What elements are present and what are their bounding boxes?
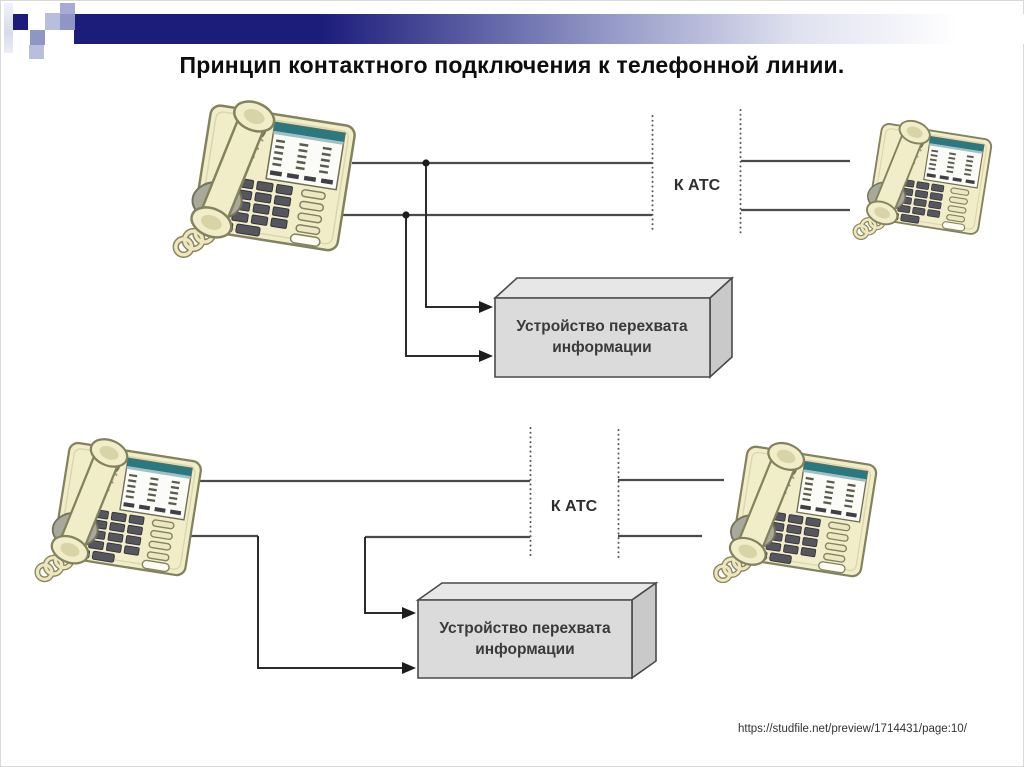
telephone-bottom-left (37, 434, 202, 579)
atc-break-bottom: К АТС (529, 427, 620, 559)
interception-device-box-top: Устройство перехвата информации (492, 276, 735, 379)
contact-tap-lines-top (402, 159, 493, 362)
device-label-line1: Устройство перехвата (516, 318, 688, 335)
telephone-line-wires-bottom (190, 478, 724, 539)
decor-strip (4, 3, 13, 53)
decor-square (30, 30, 45, 45)
device-label-line2: информации (552, 339, 651, 356)
telephone-line-wires-top (333, 159, 850, 217)
bottom-diagram: К АТС Устройство перехвата информации (37, 427, 877, 680)
gradient-bar (74, 14, 1024, 44)
device-label-line1: Устройство перехвата (439, 620, 611, 637)
arrowhead (479, 350, 493, 362)
junction-dot (402, 211, 410, 219)
arrowhead (479, 301, 493, 313)
junction-dot (422, 159, 430, 167)
arrowhead (402, 607, 416, 619)
atc-break-top: К АТС (651, 109, 742, 235)
decor-square (60, 14, 75, 30)
telephone-top-left (176, 96, 356, 255)
decor-square (60, 3, 75, 16)
interception-device-box-bottom: Устройство перехвата информации (415, 581, 659, 680)
device-label-line2: информации (475, 641, 574, 658)
telephone-top-right (855, 117, 992, 238)
slide-title: Принцип контактного подключения к телефо… (179, 52, 845, 78)
arrowhead (402, 662, 416, 674)
header-decoration (0, 0, 1024, 64)
decor-square (45, 13, 60, 30)
decor-square (13, 14, 28, 30)
source-url: https://studfile.net/preview/1714431/pag… (738, 723, 967, 735)
decor-square (29, 45, 44, 59)
series-connection-lines-bottom (257, 536, 416, 674)
atc-label-top: К АТС (674, 177, 721, 194)
top-diagram: К АТС Устройство перехвата информации (176, 96, 993, 379)
atc-label-bottom: К АТС (551, 498, 598, 515)
telephone-bottom-right (716, 438, 877, 580)
